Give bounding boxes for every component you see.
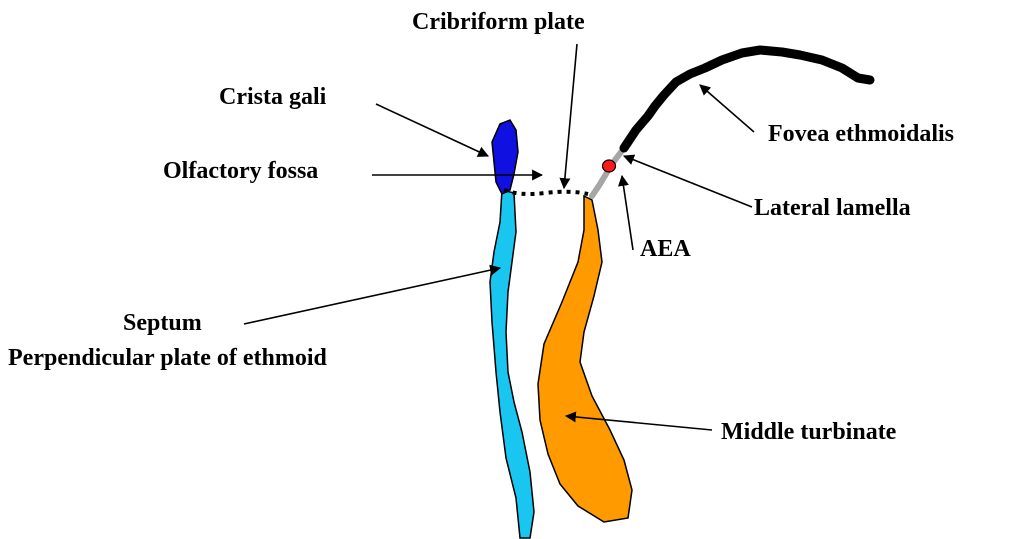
aea-label: AEA [640, 236, 691, 262]
crista-gali-label: Crista gali [219, 84, 327, 110]
crista-gali-arrow [376, 104, 488, 156]
fovea-ethmoidalis-arrow [700, 85, 754, 132]
olfactory-fossa-label: Olfactory fossa [163, 158, 318, 184]
lateral-lamella-label: Lateral lamella [754, 195, 911, 221]
septum-shape [490, 190, 534, 538]
lateral-lamella-arrow [624, 156, 752, 207]
middle-turbinate-label: Middle turbinate [721, 419, 897, 445]
aea-arrow [622, 176, 633, 250]
cribriform-plate-line [504, 190, 588, 194]
septum-arrow [244, 268, 500, 324]
middle-turbinate-shape [538, 196, 632, 522]
perpendicular-plate-label: Perpendicular plate of ethmoid [8, 345, 328, 371]
crista-gali-shape [492, 120, 518, 194]
cribriform-plate-label: Cribriform plate [412, 9, 585, 35]
aea-marker [603, 160, 616, 172]
cribriform-plate-arrow [564, 44, 577, 188]
fovea-ethmoidalis-label: Fovea ethmoidalis [768, 121, 954, 147]
septum-label: Septum [123, 310, 202, 336]
